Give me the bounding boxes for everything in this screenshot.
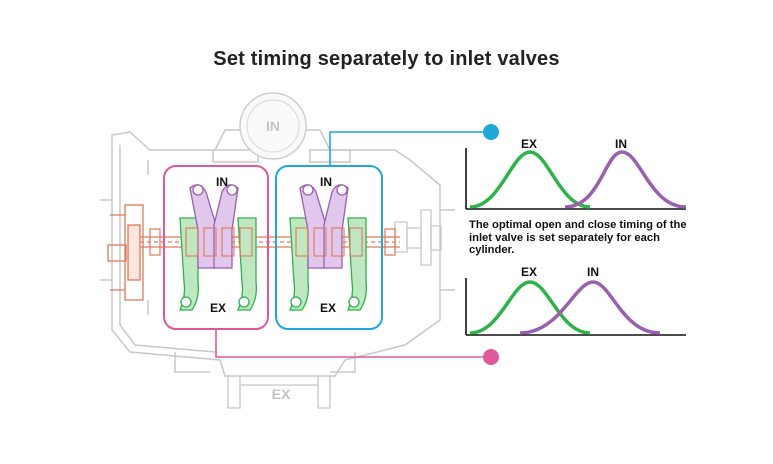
right-cylinder-in-label: IN	[320, 175, 332, 189]
engine-housing	[100, 129, 455, 377]
top-in-curve	[564, 150, 687, 209]
top-ex-curve	[469, 150, 591, 209]
left-cam-lobes	[185, 227, 253, 257]
intake-port-label: IN	[266, 118, 280, 134]
bottom-timing-graph: EX IN	[465, 265, 686, 336]
blue-leader-line	[329, 124, 499, 166]
bottom-ex-label: EX	[521, 265, 537, 279]
top-timing-graph: EX IN	[465, 137, 687, 210]
left-in-rocker-arms	[189, 184, 239, 269]
left-cylinder-ex-label: EX	[210, 301, 226, 315]
top-in-label: IN	[615, 137, 627, 151]
pink-leader-line	[215, 329, 499, 365]
blue-leader-dot	[483, 124, 499, 140]
exhaust-port: EX	[227, 375, 331, 409]
exhaust-port-label: EX	[272, 386, 291, 402]
bottom-in-curve	[519, 280, 661, 335]
left-cylinder-in-label: IN	[216, 175, 228, 189]
left-gear-assembly	[107, 204, 144, 301]
bottom-ex-curve	[469, 280, 591, 335]
right-cylinder-frame	[275, 165, 383, 330]
top-ex-label: EX	[521, 137, 537, 151]
timing-note: The optimal open and close timing of the…	[469, 219, 687, 256]
right-cylinder-ex-label: EX	[320, 301, 336, 315]
right-cam-lobes	[295, 227, 363, 257]
right-shaft-end	[394, 209, 442, 266]
bottom-in-label: IN	[587, 265, 599, 279]
pink-leader-dot	[483, 349, 499, 365]
intake-port: IN	[239, 92, 307, 160]
right-in-rocker-arms	[299, 184, 349, 269]
page-title: Set timing separately to inlet valves	[213, 48, 560, 70]
